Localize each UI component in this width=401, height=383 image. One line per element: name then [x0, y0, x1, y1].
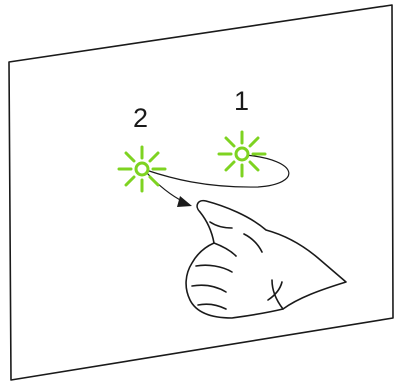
touch-burst-icon [219, 132, 265, 176]
panel-surface [9, 5, 393, 380]
point-1-label: 1 [234, 86, 249, 116]
point-2-label: 2 [133, 103, 148, 133]
touch-burst-icon [119, 147, 165, 191]
